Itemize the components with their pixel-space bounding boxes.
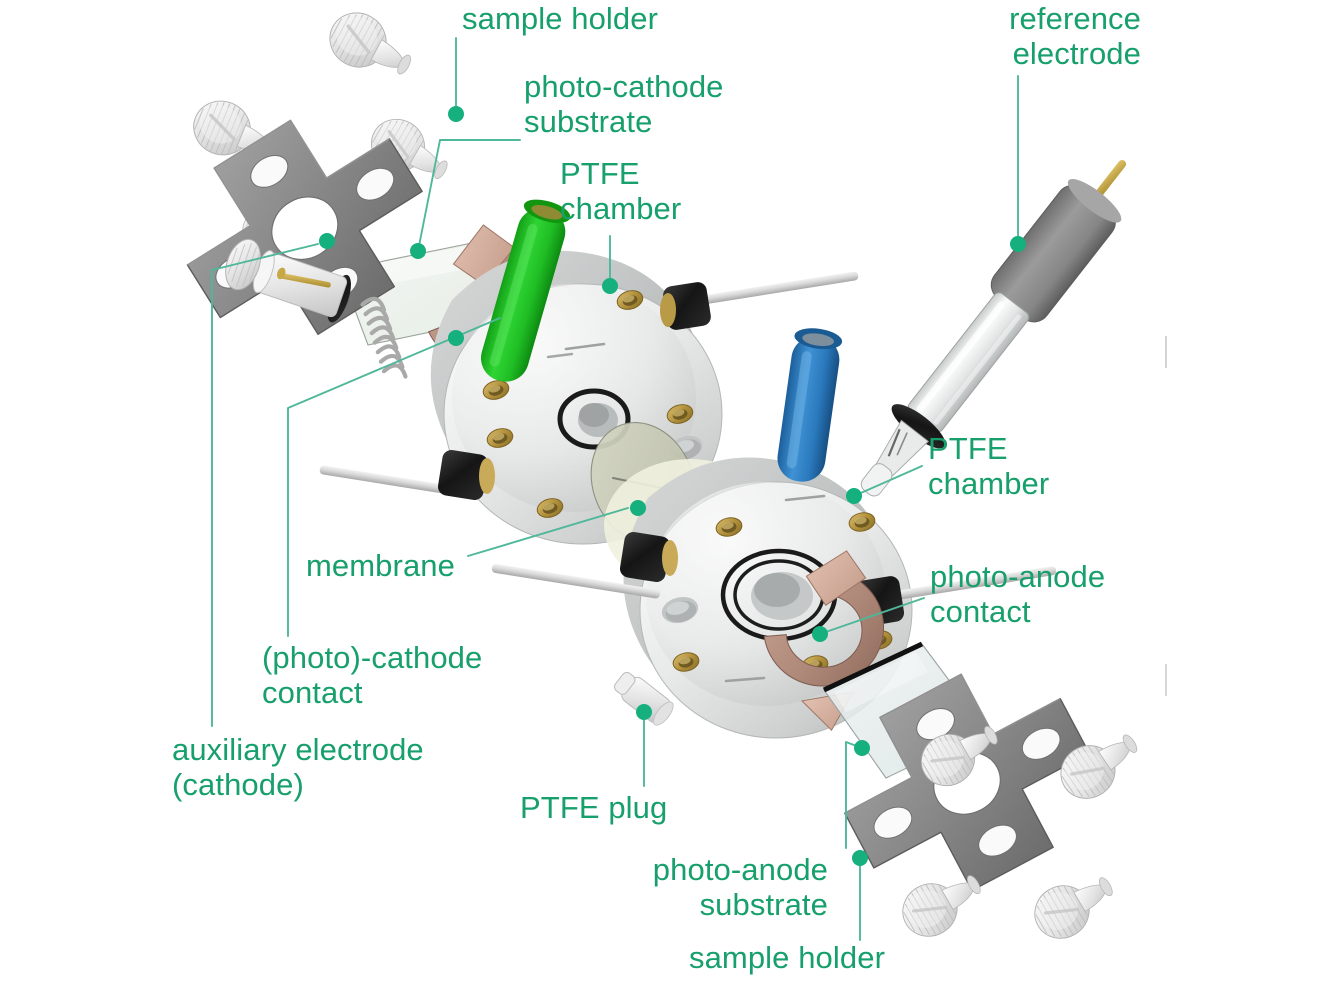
marker-sample-holder-bottom (852, 850, 868, 866)
label-photo-anode-contact: photo-anode contact (930, 559, 1106, 629)
marker-reference-electrode (1010, 236, 1026, 252)
ptfe-chamber-lower (491, 457, 1057, 739)
marker-ptfe-chamber-top (602, 278, 618, 294)
marker-sample-holder-top (448, 106, 464, 122)
blue-port-tube (777, 328, 843, 482)
marker-photo-cathode-contact (448, 330, 464, 346)
marker-ptfe-plug (636, 704, 652, 720)
chamber-port-lower-left (491, 531, 678, 599)
chamber-port-upper-left (319, 449, 495, 501)
label-photo-cathode-contact: (photo)-cathode contact (262, 640, 483, 710)
leader-auxiliary-electrode (211, 243, 319, 727)
reference-electrode (860, 159, 1127, 497)
leader-photo-cathode-substrate (417, 139, 521, 252)
label-ptfe-chamber-top: PTFE chamber (560, 156, 682, 226)
auxiliary-electrode-assembly (225, 238, 408, 379)
label-membrane: membrane (306, 548, 455, 583)
marker-photo-anode-substrate (854, 740, 870, 756)
chamber-port-upper-right (660, 271, 859, 330)
label-sample-holder-bottom: sample holder (688, 940, 885, 975)
label-ptfe-chamber-bottom: PTFE chamber (928, 431, 1050, 501)
marker-ptfe-chamber-bottom (846, 488, 862, 504)
label-photo-cathode-substrate: photo-cathode substrate (524, 69, 724, 139)
leader-photo-cathode-contact (287, 317, 501, 637)
leader-membrane (467, 507, 629, 557)
marker-auxiliary-electrode (319, 233, 335, 249)
leader-photo-anode-contact (819, 597, 925, 635)
sample-holder-plate-lower (844, 673, 1091, 892)
label-ptfe-plug: PTFE plug (520, 790, 668, 825)
label-sample-holder-top: sample holder (462, 1, 659, 36)
ptfe-plug (613, 671, 674, 726)
leader-ptfe-chamber-bottom (853, 465, 923, 497)
marker-photo-anode-contact (812, 626, 828, 642)
marker-membrane (630, 500, 646, 516)
label-reference-electrode: reference electrode (1009, 1, 1141, 71)
green-port-tube (480, 199, 571, 382)
marker-photo-cathode-substrate (410, 243, 426, 259)
label-auxiliary-electrode: auxiliary electrode (cathode) (172, 732, 424, 802)
label-photo-anode-substrate: photo-anode substrate (652, 852, 828, 922)
